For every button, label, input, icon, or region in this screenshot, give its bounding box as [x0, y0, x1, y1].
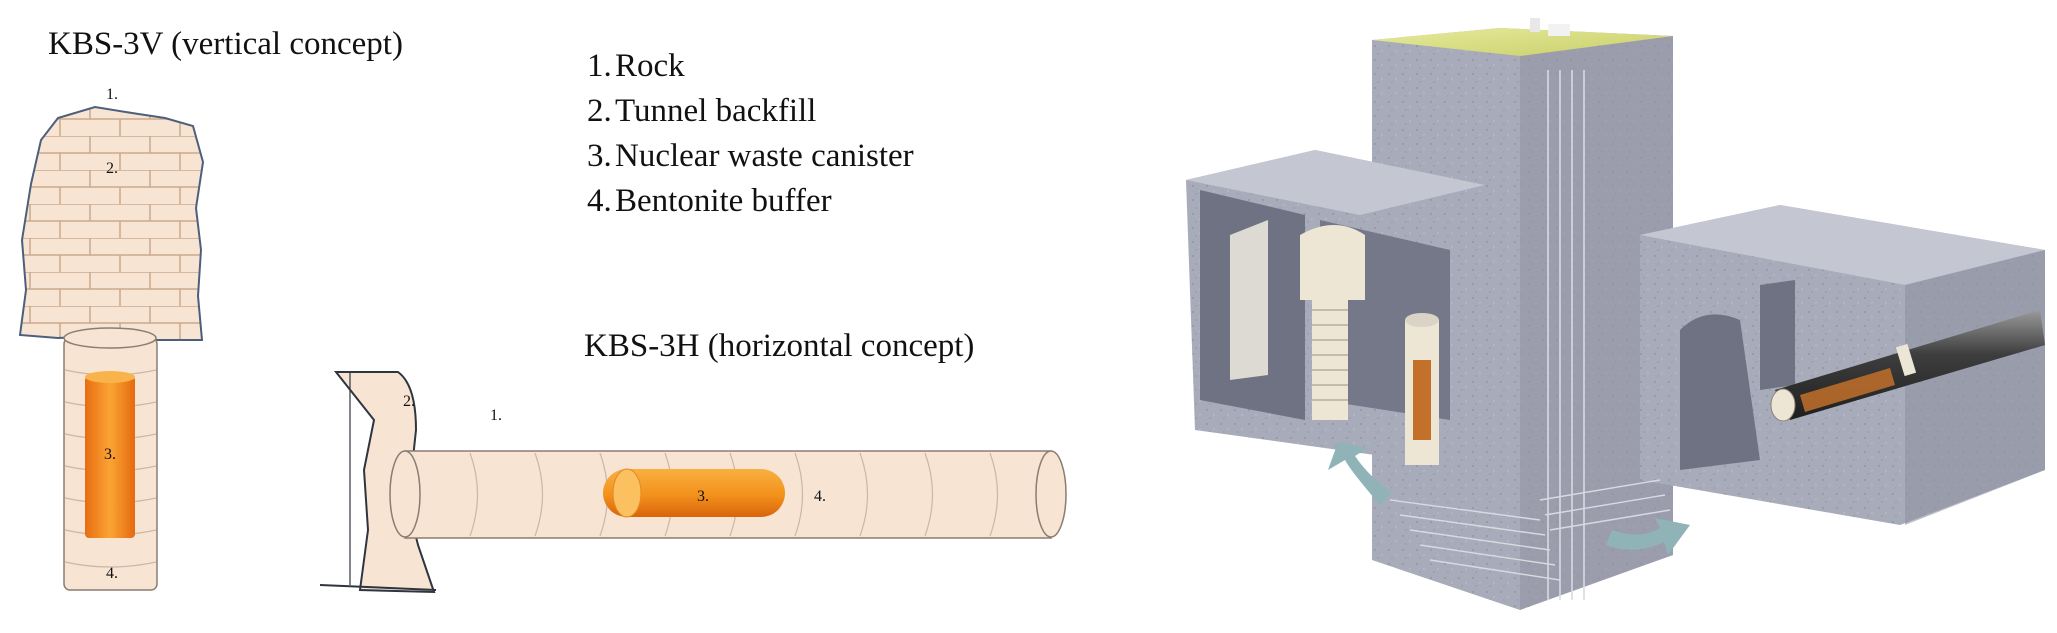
horizontal-label-canister: 3. [697, 488, 709, 505]
horizontal-label-backfill: 2. [403, 393, 415, 410]
horizontal-concept-title: KBS-3H (horizontal concept) [584, 328, 975, 364]
legend-item: 1.Rock [587, 48, 685, 84]
vertical-label-rock: 1. [106, 86, 118, 103]
vertical-label-buffer: 4. [106, 565, 118, 582]
horizontal-concept-figure [319, 371, 1067, 594]
left-rotate-arrow-icon [1328, 442, 1392, 505]
vertical-rock-block [18, 105, 205, 341]
legend: 1.Rock 2.Tunnel backfill 3.Nuclear waste… [587, 44, 914, 224]
legend-item: 4.Bentonite buffer [587, 183, 832, 219]
vertical-label-canister: 3. [104, 446, 116, 463]
vertical-concept-figure [18, 105, 205, 591]
horizontal-label-buffer: 4. [814, 488, 826, 505]
repository-cutaway-illustration [1186, 18, 2045, 610]
legend-item: 2.Tunnel backfill [587, 93, 817, 129]
right-rotate-arrow-icon [1606, 518, 1690, 555]
horizontal-label-rock: 1. [490, 407, 502, 424]
horizontal-canister [603, 469, 785, 517]
legend-item: 3.Nuclear waste canister [587, 138, 914, 174]
vertical-canister [85, 376, 135, 538]
vertical-label-backfill: 2. [106, 160, 118, 177]
vertical-concept-title: KBS-3V (vertical concept) [48, 26, 403, 62]
